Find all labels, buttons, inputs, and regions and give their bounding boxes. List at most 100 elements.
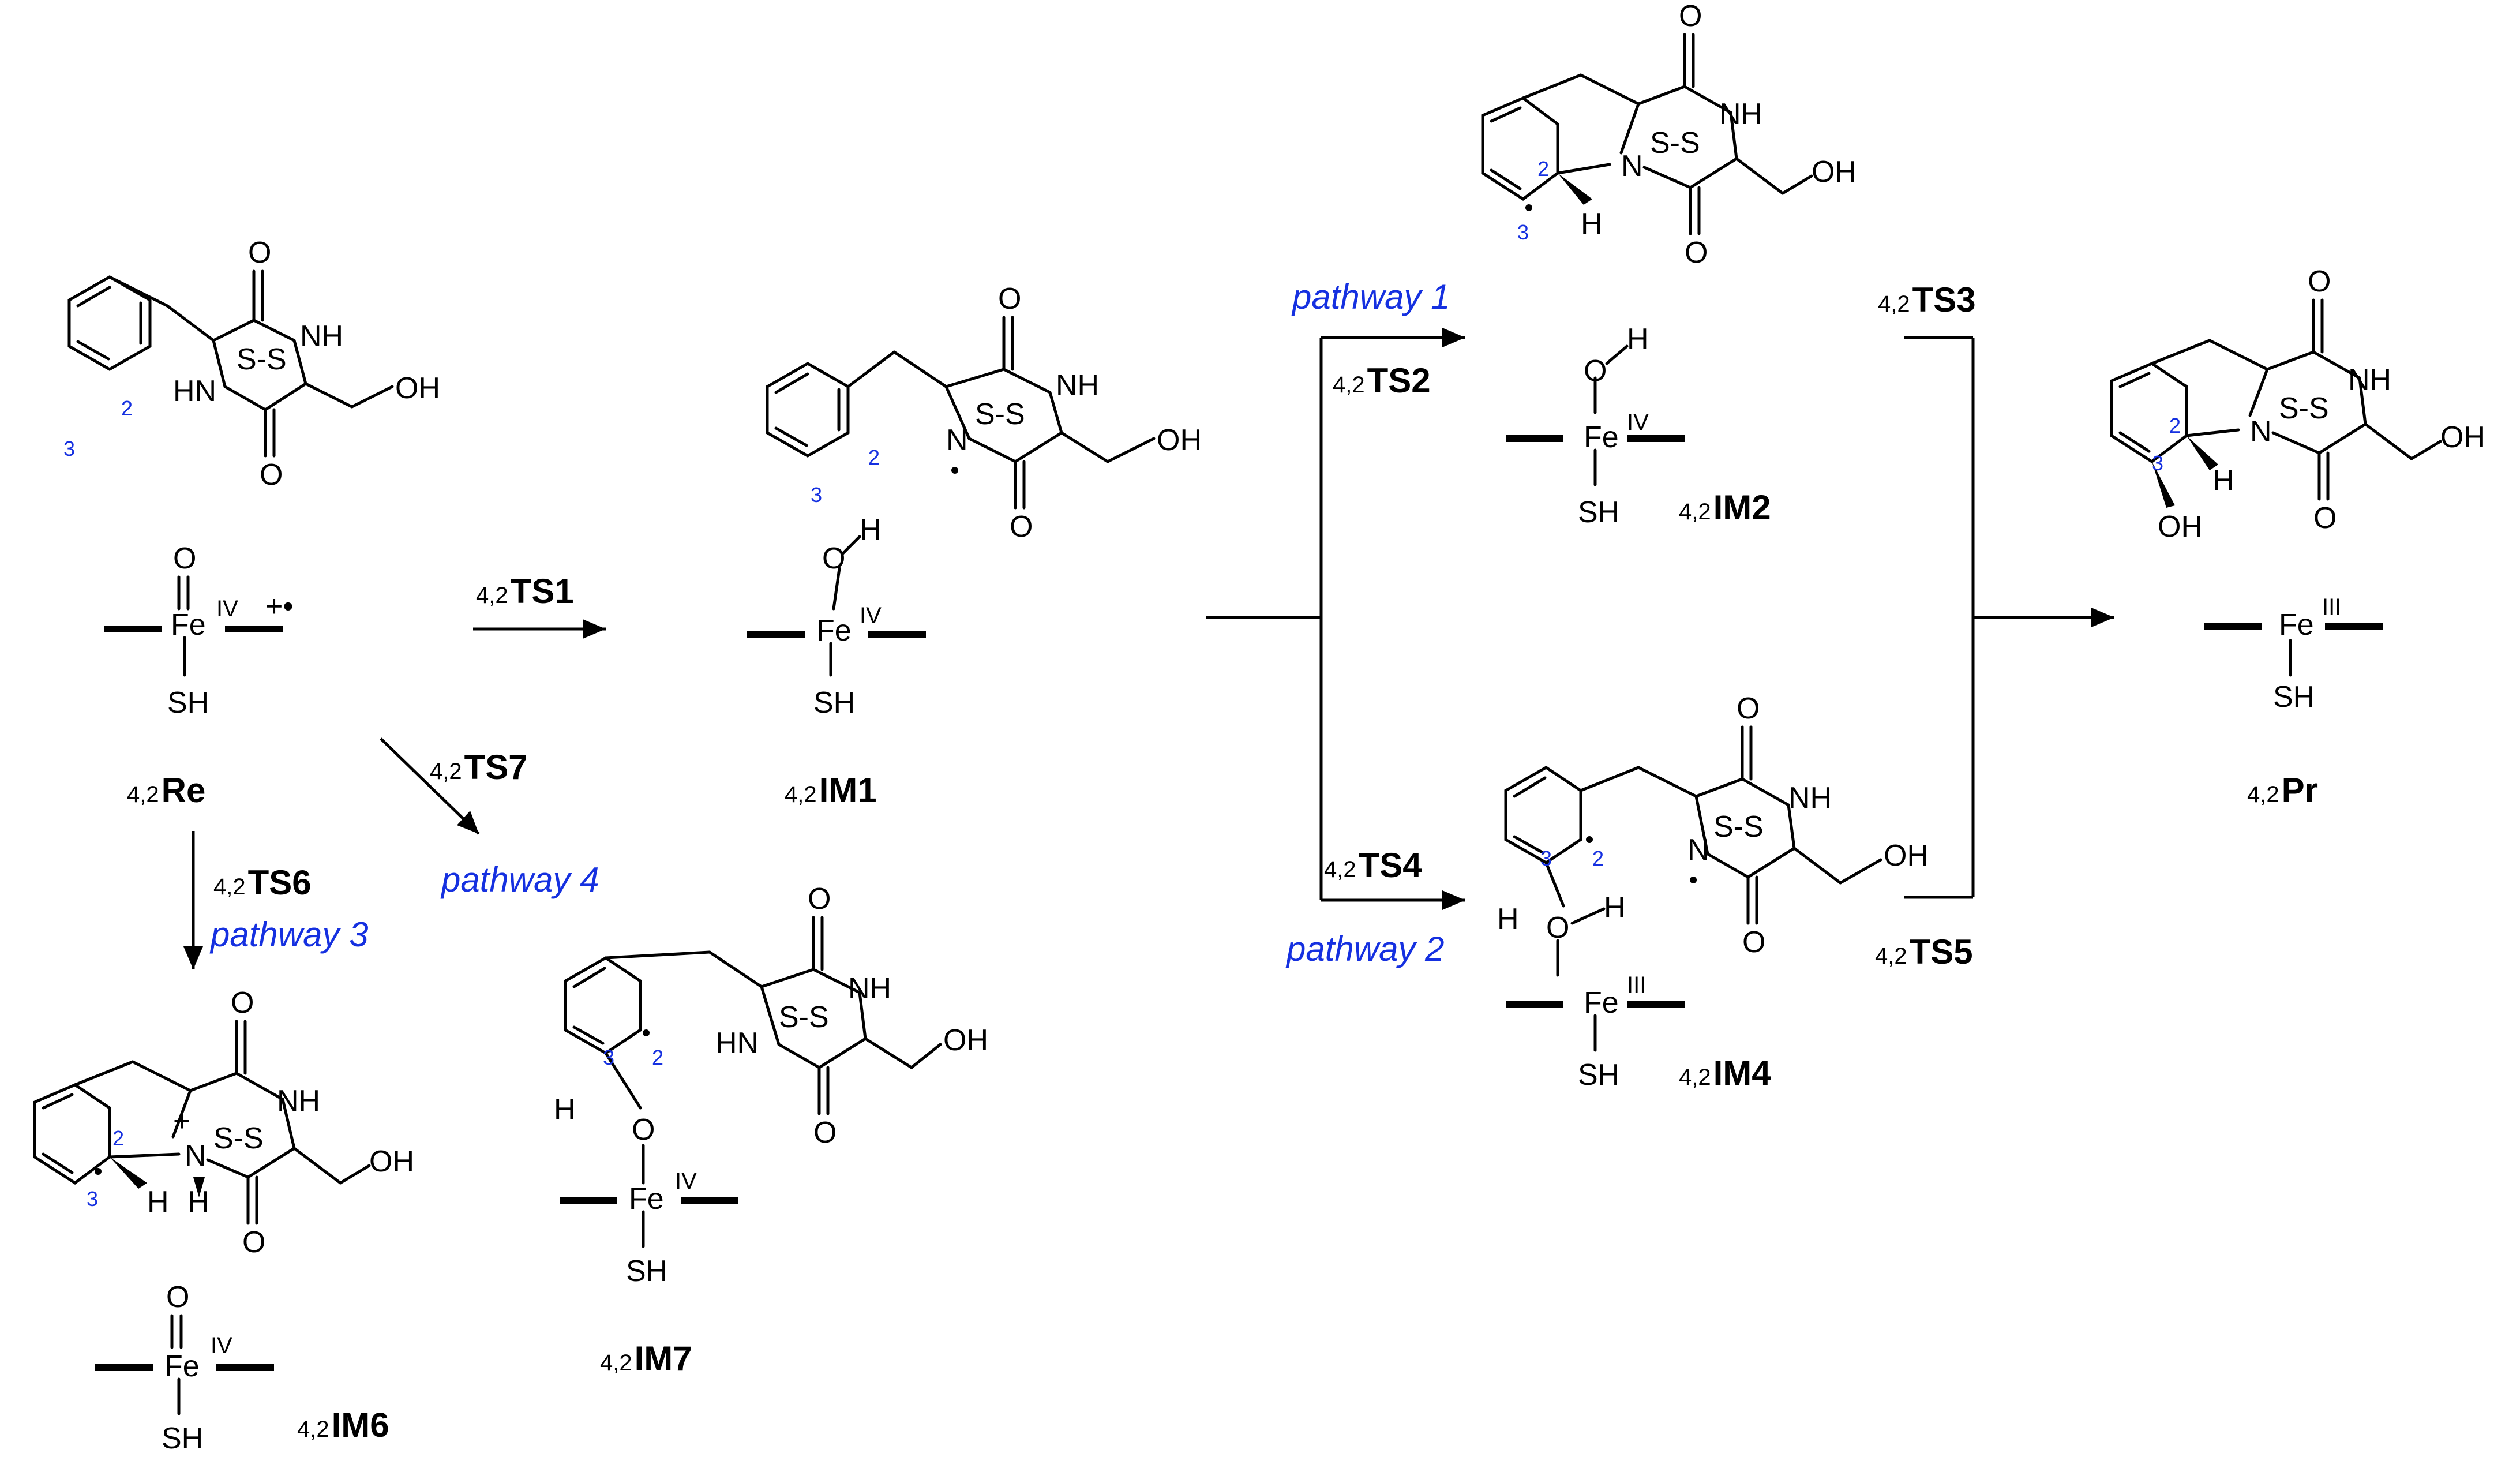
fe-oxidation-state: III	[1627, 972, 1646, 998]
atom-N-radical: N	[1687, 833, 1709, 867]
atom-N: N	[2250, 415, 2272, 448]
label-im7: 4,2IM7	[600, 1339, 692, 1378]
atom-OH: OH	[395, 372, 440, 405]
atom-O: O	[2313, 501, 2337, 535]
atom-OH: OH	[943, 1024, 988, 1057]
label-im4: 4,2IM4	[1679, 1054, 1771, 1092]
label-ts4: 4,2TS4	[1324, 846, 1422, 885]
atom-OH: OH	[2158, 510, 2203, 544]
reactant-iron-oxo: O Fe IV +• SH	[104, 542, 294, 720]
carbon-2-number: 2	[1592, 847, 1604, 870]
atom-N-cation: N	[185, 1139, 207, 1173]
radical-dot	[1690, 877, 1697, 883]
disulfide-bridge: S-S	[779, 1001, 829, 1034]
atom-HN: HN	[715, 1027, 759, 1060]
atom-SH: SH	[813, 686, 855, 720]
atom-O: O	[2308, 265, 2331, 298]
atom-Fe: Fe	[164, 1350, 200, 1383]
atom-O: O	[173, 542, 196, 575]
carbon-2-number: 2	[112, 1126, 124, 1150]
label-im2: 4,2IM2	[1679, 488, 1771, 527]
atom-NH: NH	[300, 320, 343, 353]
label-ts1: 4,2TS1	[476, 572, 574, 611]
atom-Fe: Fe	[629, 1182, 664, 1216]
atom-O: O	[632, 1113, 655, 1147]
atom-O: O	[1546, 911, 1569, 945]
carbon-3-number: 3	[1517, 220, 1529, 244]
atom-NH: NH	[277, 1084, 320, 1118]
atom-OH: OH	[2440, 421, 2485, 454]
im7-iron: Fe IV SH	[560, 1169, 738, 1288]
atom-SH: SH	[2273, 680, 2315, 714]
atom-N-radical: N	[946, 424, 968, 457]
atom-O: O	[1737, 692, 1760, 725]
im4-iron: Fe III SH	[1506, 972, 1685, 1092]
carbon-2-number: 2	[2169, 414, 2181, 437]
carbon-2-number: 2	[1537, 157, 1549, 181]
im4-molecule: O NH N S-S O OH H O H 3 2	[1497, 692, 1929, 977]
atom-Fe: Fe	[1584, 421, 1619, 454]
disulfide-bridge: S-S	[213, 1122, 264, 1155]
im1-iron-hydroxo: O H Fe IV SH	[747, 513, 926, 720]
product-iron: Fe III SH	[2204, 594, 2383, 714]
label-pr: 4,2Pr	[2247, 771, 2318, 810]
label-pathway-4: pathway 4	[440, 860, 599, 899]
fe-oxidation-state: IV	[216, 596, 238, 621]
atom-O: O	[1679, 0, 1702, 33]
cyclohexadienyl-ring	[1481, 96, 1559, 201]
im7-molecule: O NH HN S-S O OH H O 3 2	[554, 882, 988, 1185]
atom-SH: SH	[162, 1422, 203, 1455]
label-pathway-3: pathway 3	[209, 915, 369, 954]
disulfide-bridge: S-S	[1650, 126, 1700, 160]
carbon-3-number: 3	[603, 1046, 614, 1069]
atom-OH: OH	[1884, 839, 1929, 872]
fe-oxidation-state: III	[2322, 594, 2341, 620]
atom-Fe: Fe	[816, 614, 852, 647]
atom-O: O	[1685, 236, 1708, 269]
atom-SH: SH	[167, 686, 209, 720]
disulfide-bridge: S-S	[2279, 392, 2329, 425]
im2-iron-hydroxo: O H Fe IV SH	[1506, 323, 1685, 529]
atom-Fe: Fe	[2279, 608, 2314, 642]
atom-O: O	[260, 458, 283, 492]
atom-OH: OH	[1812, 155, 1857, 189]
label-ts2: 4,2TS2	[1333, 361, 1431, 400]
atom-O: O	[998, 282, 1021, 316]
atom-O: O	[1584, 354, 1607, 388]
label-ts7: 4,2TS7	[430, 748, 528, 787]
atom-OH: OH	[1157, 424, 1202, 457]
atom-HN: HN	[173, 375, 216, 408]
carbon-3-number: 3	[63, 437, 75, 460]
atom-NH: NH	[1788, 781, 1832, 815]
carbon-2-number: 2	[121, 396, 133, 420]
atom-O: O	[242, 1226, 265, 1259]
radical-dot	[1586, 836, 1593, 843]
carbon-3-number: 3	[1540, 847, 1552, 870]
disulfide-bridge: S-S	[1713, 810, 1764, 844]
fe-oxidation-state: IV	[675, 1169, 697, 1194]
label-re: 4,2Re	[127, 771, 205, 810]
atom-NH: NH	[1719, 98, 1762, 131]
atom-H: H	[187, 1185, 209, 1219]
atom-O: O	[248, 236, 271, 269]
arrow-ts7	[380, 737, 480, 835]
atom-O: O	[813, 1116, 837, 1149]
radical-cation: +•	[265, 590, 294, 623]
atom-NH: NH	[1056, 369, 1099, 402]
carbon-2-number: 2	[652, 1046, 663, 1069]
fe-oxidation-state: IV	[211, 1333, 232, 1358]
atom-H: H	[1604, 891, 1626, 924]
atom-Fe: Fe	[171, 608, 206, 642]
label-im6: 4,2IM6	[297, 1406, 389, 1444]
im1-molecule: O NH N S-S O OH 2 3	[766, 282, 1202, 544]
atom-H: H	[1627, 323, 1649, 356]
atom-SH: SH	[1578, 1058, 1619, 1092]
atom-H: H	[1581, 207, 1603, 241]
label-ts3: 4,2TS3	[1878, 280, 1976, 319]
radical-dot	[95, 1168, 102, 1175]
fe-oxidation-state: IV	[860, 603, 882, 628]
disulfide-bridge: S-S	[975, 398, 1025, 431]
atom-N: N	[1621, 149, 1643, 183]
im2-molecule: O NH N S-S O OH H 2 3	[1481, 0, 1857, 269]
atom-O: O	[808, 882, 831, 916]
